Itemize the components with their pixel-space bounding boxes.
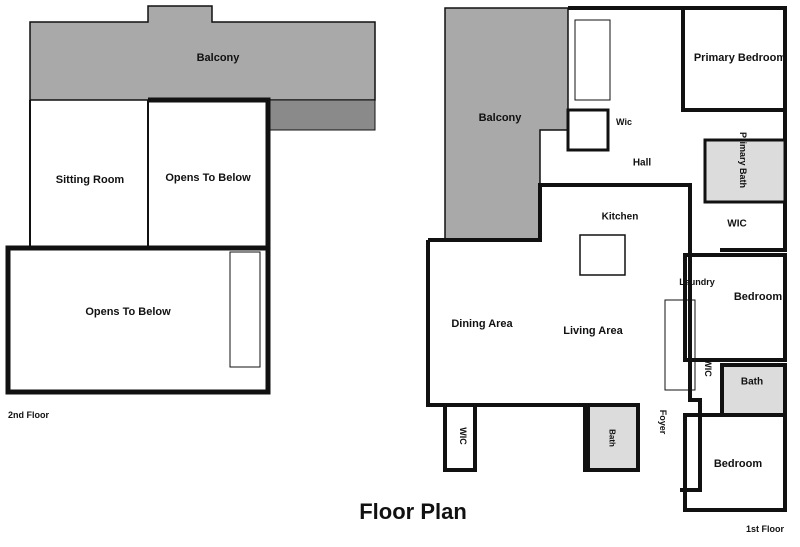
balcony-1st	[444, 7, 569, 241]
powder-bath-walls	[586, 403, 640, 472]
label-kitchen: Kitchen	[601, 211, 639, 223]
bath-walls	[720, 363, 787, 417]
bedroom-1-walls	[683, 253, 787, 362]
label-bedroom-1: Bedroom	[733, 291, 783, 303]
opens-below-large-walls	[5, 245, 271, 395]
label-dining-area: Dining Area	[451, 318, 513, 330]
label-foyer: Foyer	[658, 409, 668, 435]
first-floor-plan	[426, 6, 787, 512]
primary-bedroom-walls	[681, 6, 787, 112]
label-opens-below-1: Opens To Below	[165, 172, 251, 184]
label-hall: Hall	[632, 157, 652, 169]
page-title: Floor Plan	[359, 499, 467, 524]
label-2nd-floor: 2nd Floor	[8, 410, 49, 420]
label-bath: Bath	[740, 376, 764, 388]
label-1st-floor: 1st Floor	[746, 524, 785, 534]
label-wic-primary: WIC	[727, 218, 747, 230]
label-powder-bath: Bath	[607, 429, 617, 447]
north-walls	[568, 6, 787, 252]
label-bedroom-2: Bedroom	[713, 458, 763, 470]
label-balcony-2nd: Balcony	[196, 52, 240, 64]
stairs-1st	[574, 19, 611, 101]
bedroom-2-walls	[683, 413, 787, 512]
deck-hatch	[267, 99, 376, 131]
kitchen-island	[579, 234, 626, 276]
label-balcony-1st: Balcony	[478, 112, 522, 124]
wic-top-walls	[566, 108, 610, 152]
label-wic-left: WIC	[458, 427, 468, 445]
label-wic-mid: WIC	[703, 359, 713, 377]
label-laundry: Laundry	[679, 277, 715, 287]
label-living-area: Living Area	[563, 325, 623, 337]
main-walls	[428, 183, 702, 492]
stairs-down	[664, 299, 696, 391]
label-primary-bedroom: Primary Bedroom	[693, 52, 787, 64]
label-sitting-room: Sitting Room	[55, 174, 125, 186]
second-floor-plan	[5, 5, 376, 395]
label-opens-below-2: Opens To Below	[85, 306, 171, 318]
stairs-2nd	[229, 251, 261, 368]
label-wic-top: Wic	[616, 117, 632, 127]
balcony-2nd	[29, 5, 376, 101]
label-primary-bath: Primary Bath	[738, 131, 748, 189]
wic-left-walls	[443, 403, 477, 472]
primary-bath-walls	[703, 138, 787, 204]
